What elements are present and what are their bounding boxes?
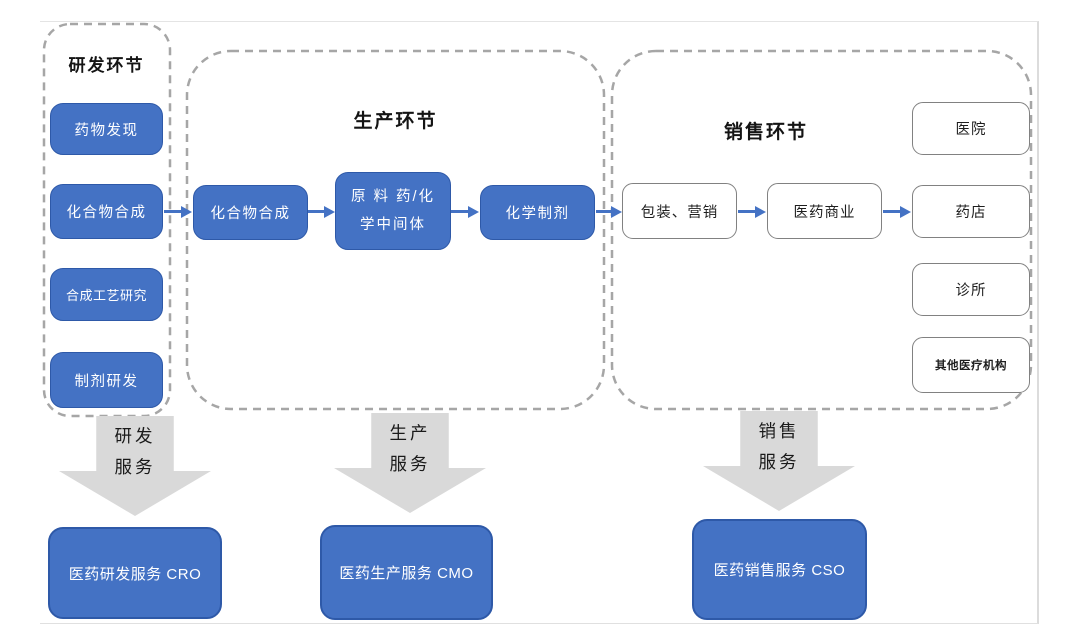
- service-label-rd-line1: 研发: [114, 426, 156, 446]
- rd-box-formulation-rd: 制剂研发: [50, 352, 163, 408]
- sales-box-packaging-marketing: 包装、营销: [622, 183, 737, 239]
- flow-arrow-api-to-preparations-icon: [451, 210, 468, 213]
- service-label-sales-line2: 服务: [758, 451, 800, 472]
- flow-arrow-commerce-to-pharmacy-icon: [883, 210, 900, 213]
- rd-box-compound-synthesis: 化合物合成: [50, 184, 163, 239]
- flow-arrow-rd-to-production-icon: [164, 210, 181, 213]
- channel-box-hospital: 医院: [912, 102, 1030, 155]
- api-box-line2: 学中间体: [360, 217, 426, 233]
- company-box-cso: 医药销售服务 CSO: [692, 519, 867, 620]
- service-label-production-line2: 服务: [389, 453, 431, 474]
- rd-box-process-research: 合成工艺研究: [50, 268, 163, 321]
- sales-section-dashed-outline: [610, 49, 1033, 411]
- production-box-api-intermediates: 原 料 药/化 学中间体: [335, 172, 451, 250]
- rd-section-title: 研发环节: [68, 56, 145, 75]
- service-label-production: 生产 服务: [364, 418, 456, 479]
- api-box-line1: 原 料 药/化: [350, 188, 436, 205]
- production-box-compound-synthesis: 化合物合成: [193, 185, 308, 240]
- sales-box-pharma-commerce: 医药商业: [767, 183, 882, 239]
- sales-section-title: 销售环节: [723, 122, 808, 143]
- company-box-cro: 医药研发服务 CRO: [48, 527, 222, 619]
- company-box-cmo: 医药生产服务 CMO: [320, 525, 493, 620]
- production-section-dashed-outline: [185, 49, 606, 411]
- service-label-sales-line1: 销售: [758, 421, 800, 441]
- service-label-rd: 研发 服务: [89, 421, 181, 482]
- flow-arrow-preparations-to-packaging-icon: [596, 210, 611, 213]
- channel-box-clinic: 诊所: [912, 263, 1030, 316]
- service-label-production-line1: 生产: [389, 423, 431, 443]
- production-section-title: 生产环节: [353, 111, 438, 132]
- service-label-rd-line2: 服务: [114, 456, 156, 477]
- rd-box-drug-discovery: 药物发现: [50, 103, 163, 155]
- flow-arrow-packaging-to-commerce-icon: [738, 210, 755, 213]
- channel-box-other-medical-institutions: 其他医疗机构: [912, 337, 1030, 393]
- channel-box-pharmacy: 药店: [912, 185, 1030, 238]
- production-box-chemical-preparations: 化学制剂: [480, 185, 595, 240]
- service-label-sales: 销售 服务: [733, 416, 825, 477]
- flow-arrow-synthesis-to-api-icon: [308, 210, 324, 213]
